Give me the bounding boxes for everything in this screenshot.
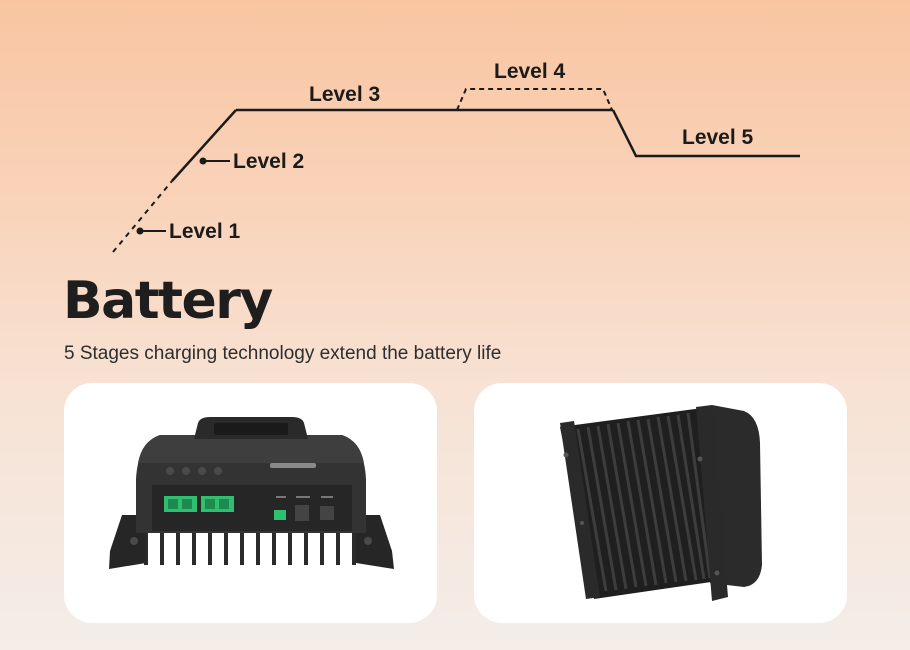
product-card-front [64,383,437,623]
stage-1-line [112,180,173,253]
level-5-label: Level 5 [682,126,754,149]
right-mounting-bracket [696,405,728,601]
stage-2-line [171,109,237,182]
page-title: Battery [63,271,273,331]
terminal-slot [219,499,229,509]
heatsink-fins [576,412,712,592]
small-terminal [274,510,286,520]
right-screw-hole [364,537,372,545]
level-4-label: Level 4 [494,60,566,83]
control-button [198,467,206,475]
bracket-screw-hole [580,521,584,525]
stage-5-line [611,109,800,158]
control-button [166,467,174,475]
bracket-screw-hole [563,452,569,458]
charge-controller-front-image [109,417,394,569]
level-2-label: Level 2 [233,150,304,173]
display-screen [214,423,288,435]
page-subtitle: 5 Stages charging technology extend the … [64,343,502,364]
left-screw-hole [130,537,138,545]
port-label [276,496,286,498]
body-top-highlight [138,435,364,463]
heatsink-fins [144,533,356,565]
port-label [321,496,333,498]
control-button [214,467,222,475]
sensor-port [320,506,334,520]
stage-4-line [456,88,613,111]
charge-controller-back-image [560,405,762,601]
rj-port [295,505,309,521]
level-3-label: Level 3 [309,83,380,106]
level-1-label: Level 1 [169,220,241,243]
bracket-screw-hole [697,456,703,462]
terminal-slot [168,499,178,509]
charging-stages-diagram: Level 1 Level 2 Level 3 Level 4 Level 5 [112,60,800,253]
bracket-screw-hole [714,570,720,576]
port-label [296,496,310,498]
terminal-slot [205,499,215,509]
terminal-slot [182,499,192,509]
brand-logo [270,463,316,468]
product-card-back [474,383,847,623]
control-button [182,467,190,475]
left-mounting-bracket [560,421,600,599]
